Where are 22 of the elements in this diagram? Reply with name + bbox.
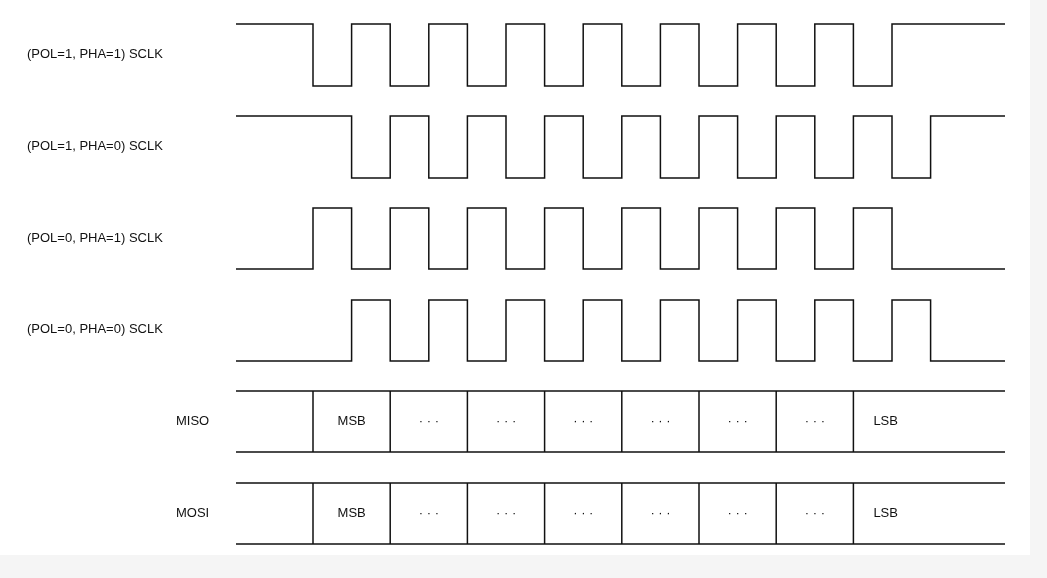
- bit-label: · · ·: [650, 505, 671, 521]
- bit-label: · · ·: [418, 505, 439, 521]
- bit-label: · · ·: [418, 413, 439, 429]
- signal-name: (POL=0, PHA=1) SCLK: [27, 230, 163, 246]
- signal-name: (POL=0, PHA=0) SCLK: [27, 321, 163, 337]
- bit-label: · · ·: [650, 413, 671, 429]
- bit-label: · · ·: [573, 413, 594, 429]
- bit-label: · · ·: [573, 505, 594, 521]
- bit-label: MSB: [337, 413, 366, 429]
- bit-label: MSB: [337, 505, 366, 521]
- bit-label: · · ·: [727, 505, 748, 521]
- signal-name: (POL=1, PHA=0) SCLK: [27, 138, 163, 154]
- signal-name: MOSI: [176, 505, 210, 521]
- signal-name: MISO: [176, 413, 210, 429]
- bit-label: · · ·: [727, 413, 748, 429]
- bit-label: · · ·: [496, 413, 517, 429]
- signal-name: (POL=1, PHA=1) SCLK: [27, 46, 163, 62]
- bit-label: · · ·: [496, 505, 517, 521]
- bit-label: LSB: [873, 413, 898, 429]
- bit-label: LSB: [873, 505, 898, 521]
- bit-label: · · ·: [804, 413, 825, 429]
- bit-label: · · ·: [804, 505, 825, 521]
